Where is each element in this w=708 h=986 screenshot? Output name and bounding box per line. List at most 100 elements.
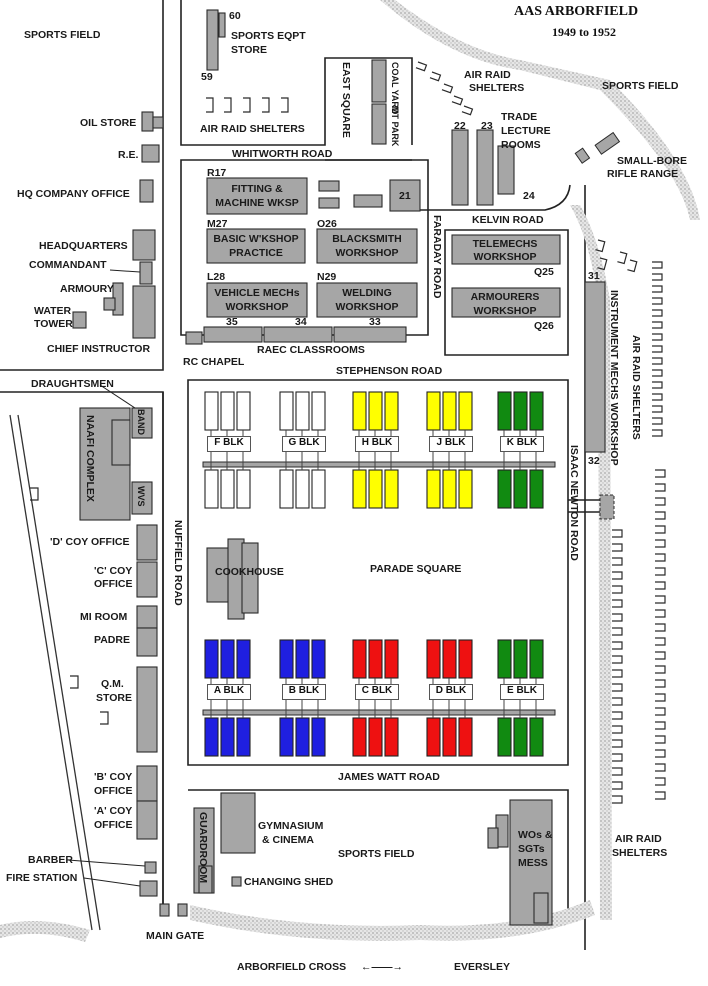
label-mi-room: MI ROOM [80,611,128,623]
shelter-glyph [243,97,251,113]
mi-room [136,605,158,629]
north-hut-bottom [529,469,544,509]
south-hut-bottom [529,717,544,757]
fire-station [139,880,158,897]
armourers-workshop [451,287,561,318]
shelter-glyph [655,707,666,716]
north-hut-top [220,391,235,431]
classroom-34 [263,326,333,343]
label-fire-station: FIRE STATION [6,872,78,884]
shelter-glyph [655,567,666,576]
north-hut-top [311,391,326,431]
label-isaac-newton-road: ISAAC NEWTON ROAD [568,445,580,561]
shelter-glyph [655,525,666,534]
parade-area-outline [187,379,569,766]
north-hut-top [426,391,441,431]
chief-instructor [132,285,156,339]
north-hut-top [204,391,219,431]
label-nuffield-road: NUFFIELD ROAD [172,520,184,606]
shelter-glyph [655,651,666,660]
label-a-coy-1: 'A' COY [94,805,133,817]
north-hut-bottom [311,469,326,509]
label-q25: Q25 [534,266,554,278]
label-air-raid-ne-1: AIR RAID [464,69,511,81]
headquarters [132,229,156,261]
label-chief-instructor: CHIEF INSTRUCTOR [47,343,151,355]
shelter-glyph [655,497,666,506]
shelter-glyph [652,261,663,269]
barrack-blocks [202,391,556,757]
shelter-glyph [652,381,663,389]
commandant [139,261,153,285]
band [131,407,153,439]
shelter-glyph [612,571,623,580]
label-31: 31 [588,270,600,282]
shelter-glyph [655,693,666,702]
south-hut-bottom [352,717,367,757]
north-hut-top [352,391,367,431]
shelter-glyph [655,483,666,492]
north-block-label: K BLK [500,436,544,452]
shelter-glyph [655,721,666,730]
south-hut-top [352,639,367,679]
label-arborfield-cross: ARBORFIELD CROSS [237,961,347,973]
label-l28: L28 [207,271,226,283]
south-hut-bottom [311,717,326,757]
shelter-glyph [100,711,109,725]
label-r17: R17 [207,167,227,179]
label-fitting-1: FITTING & [231,183,283,195]
label-b-coy-2: OFFICE [94,785,133,797]
building-22 [451,129,469,206]
south-hut-bottom [442,717,457,757]
label-padre: PADRE [94,634,130,646]
shelter-glyph [597,257,608,271]
shelter-glyph [612,585,623,594]
label-trade-3: ROOMS [501,139,541,151]
north-hut-bottom [220,469,235,509]
re-building [141,144,160,163]
water-tower [103,297,116,311]
shelter-glyph [655,623,666,632]
label-cookhouse: COOKHOUSE [215,566,284,578]
label-blacksmith-1: BLACKSMITH [332,233,402,245]
north-hut-bottom [497,469,512,509]
label-commandant: COMMANDANT [29,259,107,271]
label-blacksmith-2: WORKSHOP [335,247,399,259]
north-hut-bottom [295,469,310,509]
vehicle-workshop [206,282,308,318]
shelter-glyph [652,357,663,365]
south-block-label: A BLK [207,684,251,700]
label-rc-chapel: RC CHAPEL [183,356,245,368]
label-c-coy-2: OFFICE [94,578,133,590]
north-hut-top [497,391,512,431]
south-block-label: B BLK [282,684,326,700]
shelter-glyph [415,61,428,72]
shelter-glyph [206,97,214,113]
label-instrument: INSTRUMENT MECHS WORKSHOP [608,290,620,466]
label-b-coy-1: 'B' COY [94,771,133,783]
north-hut-top [279,391,294,431]
label-gym-2: & CINEMA [262,834,314,846]
label-sports-field-nw: SPORTS FIELD [24,29,101,41]
label-wos-1: WOs & [518,829,553,841]
building-24 [497,145,515,195]
qm-store [136,666,158,753]
direction-arrow: ←——→ [361,961,403,973]
shelter-glyph [612,613,623,622]
south-hut-top [458,639,473,679]
shelter-glyph [655,539,666,548]
gymnasium [220,792,256,854]
shelter-glyph [655,511,666,520]
north-hut-bottom [513,469,528,509]
shelter-glyph [652,429,663,437]
shelter-glyph [612,641,623,650]
c-coy-office [136,561,158,598]
mt-park [371,103,387,145]
north-hut-bottom [236,469,251,509]
map-title: AAS ARBORFIELD [514,4,639,19]
shelter-glyph [655,469,666,478]
shelter-glyph [612,599,623,608]
a-coy-office [136,800,158,840]
changing-shed [231,876,242,887]
label-telemechs-1: TELEMECHS [472,238,538,250]
